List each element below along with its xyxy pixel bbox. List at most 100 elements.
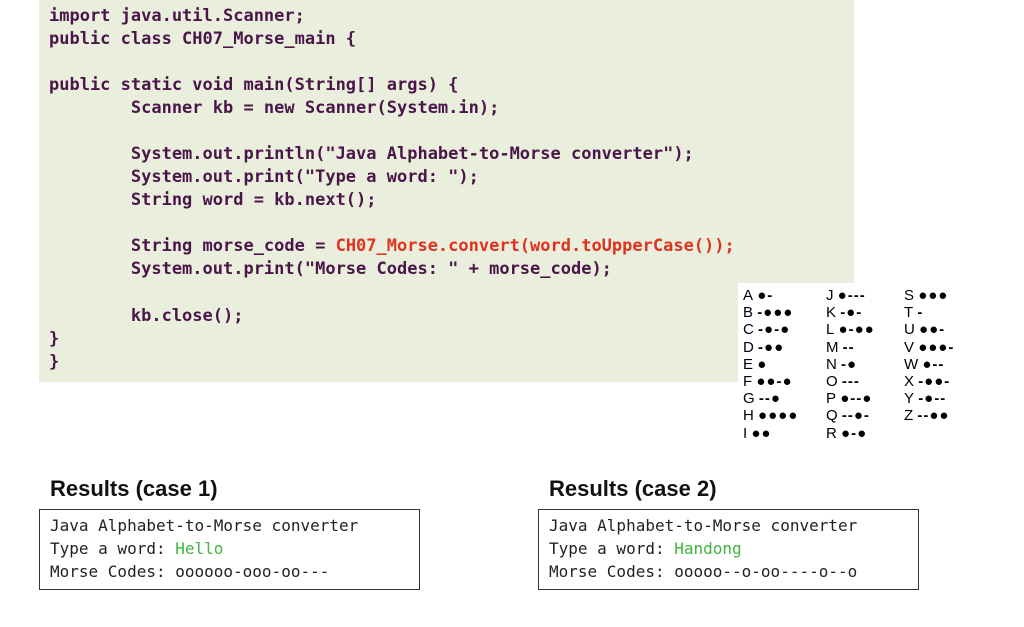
morse-row-n: N -●: [826, 356, 875, 373]
code-line-7: System.out.println("Java Alphabet-to-Mor…: [49, 144, 694, 164]
morse-code: -●-: [840, 304, 863, 322]
morse-letter: J: [826, 287, 834, 304]
morse-letter: C: [743, 321, 754, 339]
morse-column-2: J ●---K -●-L ●-●●M --N -●O ---P ●--●Q --…: [826, 287, 875, 442]
morse-row-m: M --: [826, 339, 875, 356]
morse-row-h: H ●●●●: [743, 407, 798, 424]
morse-row-a: A ●-: [743, 287, 798, 304]
morse-row-o: O ---: [826, 373, 875, 390]
morse-code: -●●: [758, 338, 785, 356]
morse-column-3: S ●●●T -U ●●-V ●●●-W ●--X -●●-Y -●--Z --…: [904, 287, 954, 425]
morse-code: ●: [757, 355, 768, 373]
morse-code: -●--: [918, 390, 947, 408]
console-line-2: Type a word: Hello: [50, 539, 223, 559]
morse-letter: G: [743, 390, 755, 408]
morse-row-j: J ●---: [826, 287, 875, 304]
highlighted-call: CH07_Morse.convert(word.toUpperCase());: [335, 236, 735, 256]
code-line-4: public static void main(String[] args) {: [49, 75, 459, 95]
morse-letter: Y: [904, 390, 915, 408]
morse-letter: E: [743, 355, 754, 373]
morse-code: -●-●: [758, 321, 791, 339]
code-line-12: System.out.print("Morse Codes: " + morse…: [49, 259, 612, 279]
user-input: Hello: [175, 539, 224, 558]
morse-letter: K: [826, 304, 837, 322]
morse-row-r: R ●-●: [826, 425, 875, 442]
morse-code: --●: [758, 390, 781, 408]
console-line-1: Java Alphabet-to-Morse converter: [50, 516, 359, 535]
morse-letter: D: [743, 338, 754, 356]
morse-row-z: Z --●●: [904, 407, 954, 424]
code-line-1: import java.util.Scanner;: [49, 6, 305, 26]
morse-code-table: A ●-B -●●●C -●-●D -●●E ●F ●●-●G --●H ●●●…: [738, 283, 998, 448]
morse-letter: U: [904, 321, 915, 339]
prompt-text: Type a word:: [50, 539, 176, 558]
morse-code: -●●-: [918, 372, 951, 390]
morse-letter: A: [743, 287, 754, 304]
morse-letter: O: [826, 372, 838, 390]
morse-code: ●●: [751, 424, 772, 442]
morse-code: -●: [841, 355, 858, 373]
morse-row-f: F ●●-●: [743, 373, 798, 390]
morse-code: ●---: [837, 287, 866, 304]
morse-letter: Z: [904, 407, 914, 425]
morse-row-i: I ●●: [743, 425, 798, 442]
morse-letter: M: [826, 338, 839, 356]
morse-letter: P: [826, 390, 837, 408]
morse-row-g: G --●: [743, 390, 798, 407]
user-input: Handong: [674, 539, 742, 558]
morse-row-e: E ●: [743, 356, 798, 373]
code-line-14: kb.close();: [49, 306, 244, 326]
morse-row-s: S ●●●: [904, 287, 954, 304]
morse-letter: V: [904, 338, 915, 356]
morse-row-x: X -●●-: [904, 373, 954, 390]
morse-code: ●●●-: [918, 338, 955, 356]
code-panel: import java.util.Scanner; public class C…: [39, 0, 854, 382]
code-line-16: }: [49, 352, 60, 372]
code-line-11: String morse_code = CH07_Morse.convert(w…: [49, 236, 735, 256]
morse-code: ●--: [922, 355, 945, 373]
morse-code: ●●-: [919, 321, 946, 339]
morse-row-u: U ●●-: [904, 321, 954, 338]
morse-letter: I: [743, 424, 748, 442]
morse-code: ●●●●: [758, 407, 799, 425]
morse-row-c: C -●-●: [743, 321, 798, 338]
morse-letter: Q: [826, 407, 838, 425]
console-line-2: Type a word: Handong: [549, 539, 742, 559]
morse-row-w: W ●--: [904, 356, 954, 373]
morse-code: ●●-●: [756, 372, 793, 390]
morse-code: ---: [841, 372, 860, 390]
morse-letter: N: [826, 355, 837, 373]
morse-letter: L: [826, 321, 835, 339]
morse-code: -: [917, 304, 924, 322]
console-line-3: Morse Codes: oooooo-ooo-oo---: [50, 562, 330, 581]
morse-code: ●-●●: [838, 321, 875, 339]
morse-row-b: B -●●●: [743, 304, 798, 321]
code-line-5: Scanner kb = new Scanner(System.in);: [49, 98, 500, 118]
morse-column-1: A ●-B -●●●C -●-●D -●●E ●F ●●-●G --●H ●●●…: [743, 287, 798, 442]
morse-letter: R: [826, 424, 837, 442]
code-line-11-prefix: String morse_code =: [49, 236, 336, 256]
morse-row-y: Y -●--: [904, 390, 954, 407]
morse-code: ●--●: [840, 390, 873, 408]
code-line-15: }: [49, 329, 60, 349]
morse-letter: X: [904, 372, 915, 390]
morse-code: ●-●: [841, 424, 868, 442]
morse-code: -●●●: [757, 304, 794, 322]
results-title-1: Results (case 1): [50, 476, 218, 501]
console-line-1: Java Alphabet-to-Morse converter: [549, 516, 858, 535]
prompt-text: Type a word:: [549, 539, 675, 558]
morse-row-d: D -●●: [743, 339, 798, 356]
morse-letter: T: [904, 304, 914, 322]
console-output-1: Java Alphabet-to-Morse converter Type a …: [39, 509, 420, 590]
morse-code: --●●: [917, 407, 950, 425]
morse-row-p: P ●--●: [826, 390, 875, 407]
results-title-2: Results (case 2): [549, 476, 717, 501]
morse-letter: W: [904, 355, 919, 373]
morse-code: --: [842, 338, 855, 356]
console-line-3: Morse Codes: ooooo--o-oo----o--o: [549, 562, 858, 581]
console-output-2: Java Alphabet-to-Morse converter Type a …: [538, 509, 919, 590]
morse-letter: B: [743, 304, 754, 322]
code-line-2: public class CH07_Morse_main {: [49, 29, 357, 49]
morse-code: ●●●: [918, 287, 949, 304]
morse-letter: F: [743, 372, 753, 390]
